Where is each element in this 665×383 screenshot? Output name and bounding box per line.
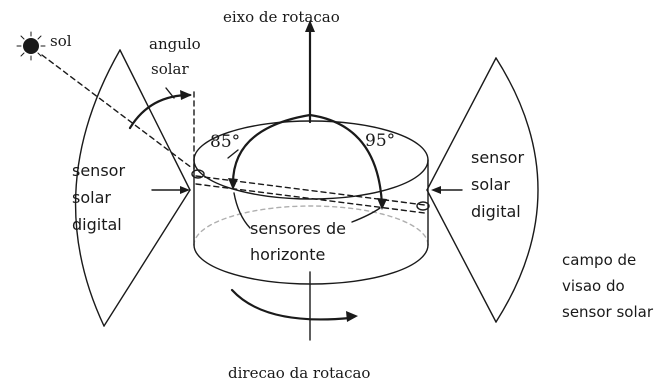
solar-angle-leader xyxy=(165,87,175,99)
left-sensor-label-line2: solar xyxy=(72,188,111,207)
horizon-sensors-leader-right xyxy=(351,207,381,223)
satellite-cylinder xyxy=(193,120,429,285)
right-sensor-arrowhead xyxy=(431,186,441,194)
solar-angle-arrowhead xyxy=(180,90,192,100)
fov-label-line1: campo de xyxy=(562,251,636,269)
horizon-scan-line-lower xyxy=(195,183,426,214)
rotation-direction-label: direcao da rotacao xyxy=(228,364,370,382)
fov-label-line3: sensor solar xyxy=(562,303,654,321)
sun-icon xyxy=(16,31,46,61)
angle-95-label: 95° xyxy=(365,131,395,151)
right-sun-sensor-marker xyxy=(416,201,430,211)
angle-arcs xyxy=(227,113,387,210)
solar-angle-label-line1: angulo xyxy=(149,35,201,53)
left-fov-fan xyxy=(74,49,191,327)
left-sun-sensor-marker xyxy=(191,169,205,179)
horizon-sensors-label-line2: horizonte xyxy=(250,245,325,264)
rotation-axis-line xyxy=(305,20,315,341)
horizon-sensors-leader-left xyxy=(233,192,251,229)
solar-angle-label-line2: solar xyxy=(151,60,189,78)
rotation-direction-arrow xyxy=(230,288,358,322)
right-sensor-label-line2: solar xyxy=(471,175,510,194)
left-sensor-arrowhead xyxy=(180,186,190,194)
fov-label-line2: visao do xyxy=(562,277,625,295)
left-sensor-label-line1: sensor xyxy=(72,161,125,180)
sun-ray-line xyxy=(41,54,193,169)
sun-label: sol xyxy=(50,32,72,50)
right-fov-fan xyxy=(426,57,539,323)
rotation-axis-label: eixo de rotacao xyxy=(223,8,340,26)
right-sensor-label-line1: sensor xyxy=(471,148,524,167)
left-sensor-label-line3: digital xyxy=(72,215,122,234)
right-sensor-label-line3: digital xyxy=(471,202,521,221)
angle-85-label: 85° xyxy=(210,132,240,152)
horizon-sensors-label-line1: sensores de xyxy=(250,219,346,238)
